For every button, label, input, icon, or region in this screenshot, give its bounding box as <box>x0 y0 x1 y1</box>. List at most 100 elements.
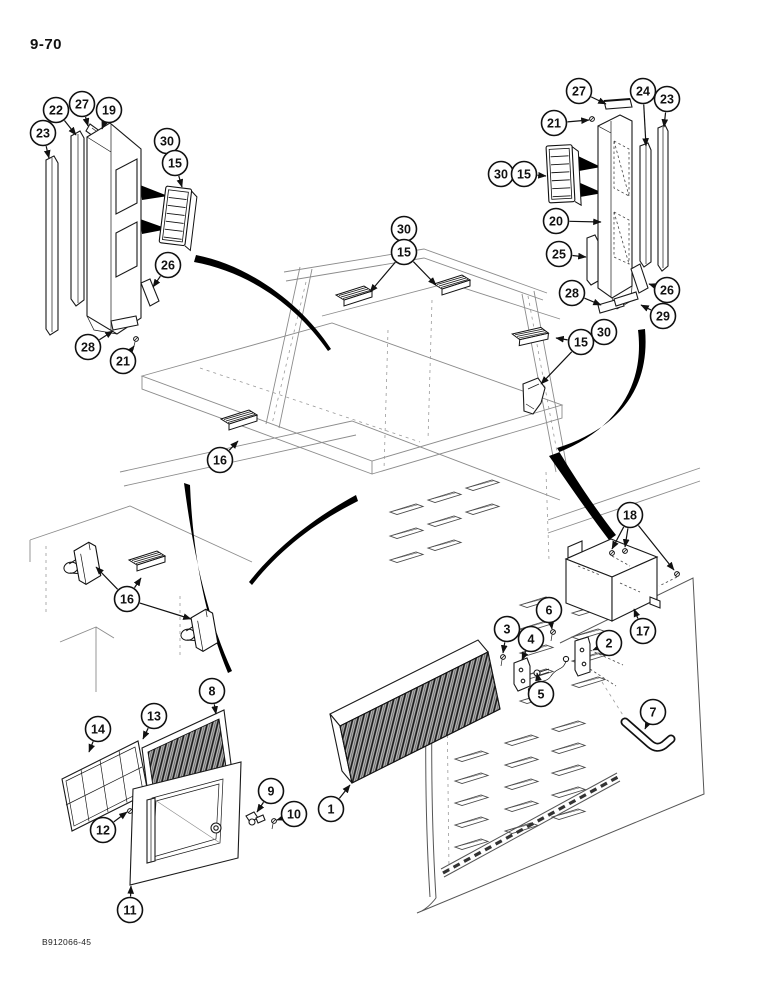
callout-30: 30 <box>487 160 515 188</box>
latch-plate <box>574 636 591 677</box>
leader-line <box>142 727 150 740</box>
leader-line <box>590 96 607 105</box>
filter-door-assembly <box>61 709 277 886</box>
leader-line <box>176 175 184 188</box>
svg-text:25: 25 <box>552 248 566 262</box>
air-filter-element-main <box>329 639 501 784</box>
duct-panel-assembly-left <box>45 122 199 351</box>
screw <box>550 629 556 635</box>
screw <box>271 818 277 824</box>
svg-text:30: 30 <box>160 135 174 149</box>
callout-25: 25 <box>545 240 573 268</box>
svg-text:1: 1 <box>328 803 335 817</box>
callout-22: 22 <box>42 96 70 124</box>
support-bracket <box>564 538 680 622</box>
access-door <box>129 761 242 886</box>
leader-line <box>648 283 658 290</box>
screw <box>674 571 680 577</box>
svg-text:16: 16 <box>213 454 227 468</box>
leader-line <box>500 642 508 654</box>
callout-28: 28 <box>558 279 586 307</box>
page-number: 9-70 <box>30 36 63 53</box>
install-wedge-arrow <box>578 182 603 197</box>
svg-text:18: 18 <box>623 509 637 523</box>
svg-text:20: 20 <box>549 215 563 229</box>
svg-text:24: 24 <box>636 85 650 99</box>
callout-21: 21 <box>109 347 137 375</box>
leader-line <box>633 608 641 619</box>
callout-4: 4 <box>517 625 545 653</box>
callout-6: 6 <box>535 596 563 624</box>
louver-vent <box>510 324 550 349</box>
svg-text:27: 27 <box>572 85 586 99</box>
seal-strip <box>110 315 139 331</box>
callout-26: 26 <box>653 276 681 304</box>
svg-text:19: 19 <box>102 104 116 118</box>
leader-line <box>521 651 529 661</box>
leader-line <box>572 252 587 260</box>
leader-line <box>661 112 669 128</box>
leader-line <box>592 643 602 651</box>
svg-text:16: 16 <box>120 593 134 607</box>
louver-vent <box>545 143 582 208</box>
callout-23: 23 <box>653 85 681 113</box>
callout-27: 27 <box>68 90 96 118</box>
svg-text:15: 15 <box>574 336 588 350</box>
svg-text:28: 28 <box>565 287 579 301</box>
leader-line <box>63 120 77 136</box>
callout-21: 21 <box>540 109 568 137</box>
leader-line <box>133 577 142 589</box>
svg-text:14: 14 <box>91 723 105 737</box>
louver-vent <box>433 274 471 296</box>
callout-1: 1 <box>317 795 345 823</box>
leader-line <box>211 704 218 715</box>
leader-line <box>88 741 95 753</box>
leader-line <box>276 814 286 821</box>
seal-strip <box>613 291 639 307</box>
engine-hood-panel <box>389 479 705 914</box>
leader-line <box>584 297 602 306</box>
svg-text:26: 26 <box>660 284 674 298</box>
leader-line <box>113 811 128 823</box>
svg-text:13: 13 <box>147 710 161 724</box>
svg-text:21: 21 <box>547 117 561 131</box>
svg-text:12: 12 <box>96 824 110 838</box>
leader-line <box>644 720 652 730</box>
callout-12: 12 <box>89 816 117 844</box>
callout-15: 15 <box>510 160 538 188</box>
leader-line <box>152 275 161 288</box>
callout-5: 5 <box>527 680 555 708</box>
screw <box>589 116 595 122</box>
leader-line <box>567 117 590 125</box>
callout-20: 20 <box>542 207 570 235</box>
callout-7: 7 <box>639 698 667 726</box>
cab-louvers-center <box>59 274 550 656</box>
callout-14: 14 <box>84 715 112 743</box>
leader-line <box>338 784 351 799</box>
leader-line <box>369 261 396 293</box>
callout-16: 16 <box>206 446 234 474</box>
cab-frame-sketch <box>29 248 701 692</box>
leader-line <box>412 261 437 286</box>
callout-9: 9 <box>257 777 285 805</box>
leader-line <box>95 566 119 590</box>
leader-line <box>535 672 542 682</box>
vent-knob <box>59 540 103 589</box>
callout-17: 17 <box>629 617 657 645</box>
leader-line <box>555 335 568 343</box>
svg-text:28: 28 <box>81 341 95 355</box>
svg-text:9: 9 <box>268 785 275 799</box>
latch-rod <box>620 717 676 752</box>
svg-text:23: 23 <box>36 127 50 141</box>
louver-vent <box>220 409 258 431</box>
leader-line <box>101 120 108 130</box>
install-wedge-arrow <box>578 156 601 171</box>
screw <box>609 550 615 556</box>
callout-18: 18 <box>616 501 644 529</box>
leader-line <box>547 620 555 630</box>
leader-line <box>126 345 135 355</box>
svg-text:23: 23 <box>660 93 674 107</box>
